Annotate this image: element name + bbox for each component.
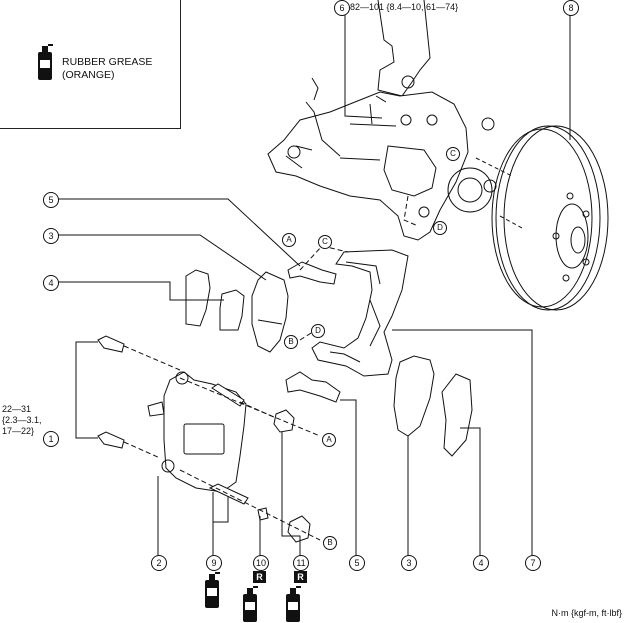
callout-9: 9 xyxy=(206,555,222,571)
brake-pad-outer xyxy=(393,355,435,437)
callout-4-upper: 4 xyxy=(43,275,59,291)
shim-outer xyxy=(441,373,473,457)
shim-inner-2 xyxy=(219,289,245,331)
callout-6: 6 xyxy=(334,0,350,16)
ref-letter-c-knuckle: C xyxy=(446,147,460,161)
callout-3-upper: 3 xyxy=(43,228,59,244)
callout-10: 10 xyxy=(253,555,269,571)
callout-1: 1 xyxy=(43,431,59,447)
brake-disc xyxy=(491,125,609,311)
callout-5-upper: 5 xyxy=(43,192,59,208)
caliper-bolt-upper xyxy=(97,335,125,353)
ref-letter-b-upper: B xyxy=(284,335,298,349)
steering-knuckle-assembly xyxy=(267,0,497,241)
caliper-bolt-lower xyxy=(97,431,125,449)
caliper-mounting-support xyxy=(311,249,409,377)
callout-5-lower: 5 xyxy=(349,555,365,571)
callout-4-lower: 4 xyxy=(473,555,489,571)
legend-box: RUBBER GREASE (ORANGE) xyxy=(0,0,181,129)
ref-letter-a-upper: A xyxy=(282,233,296,247)
units-label: N·m {kgf-m, ft·lbf} xyxy=(551,608,622,618)
callout-8: 8 xyxy=(563,0,579,16)
guide-pin-upper xyxy=(211,383,245,407)
ref-letter-c-upper: C xyxy=(318,235,332,249)
callout-11: 11 xyxy=(293,555,309,571)
guide-plate-lower xyxy=(285,371,341,403)
ref-letter-d-knuckle: D xyxy=(433,221,447,235)
callout-3-lower: 3 xyxy=(401,555,417,571)
brake-pad-inner xyxy=(251,271,289,353)
replace-badge-10: R xyxy=(253,571,266,583)
ref-letter-d-support: D xyxy=(311,324,325,338)
torque-spec-top: 82—101 {8.4—10, 61—74} xyxy=(350,2,459,12)
legend-label: RUBBER GREASE (ORANGE) xyxy=(62,56,153,81)
shim-inner-1 xyxy=(185,269,211,327)
callout-2: 2 xyxy=(151,555,167,571)
ref-letter-b-lower: B xyxy=(323,536,337,550)
grease-can-icons xyxy=(38,44,301,622)
guide-plate-upper xyxy=(287,261,337,285)
ref-letter-a-lower: A xyxy=(322,433,336,447)
callout-7: 7 xyxy=(525,555,541,571)
caliper-body xyxy=(147,371,247,493)
torque-spec-left: 22—31 {2.3—3.1, 17—22} xyxy=(2,404,42,436)
replace-badge-11: R xyxy=(294,571,307,583)
